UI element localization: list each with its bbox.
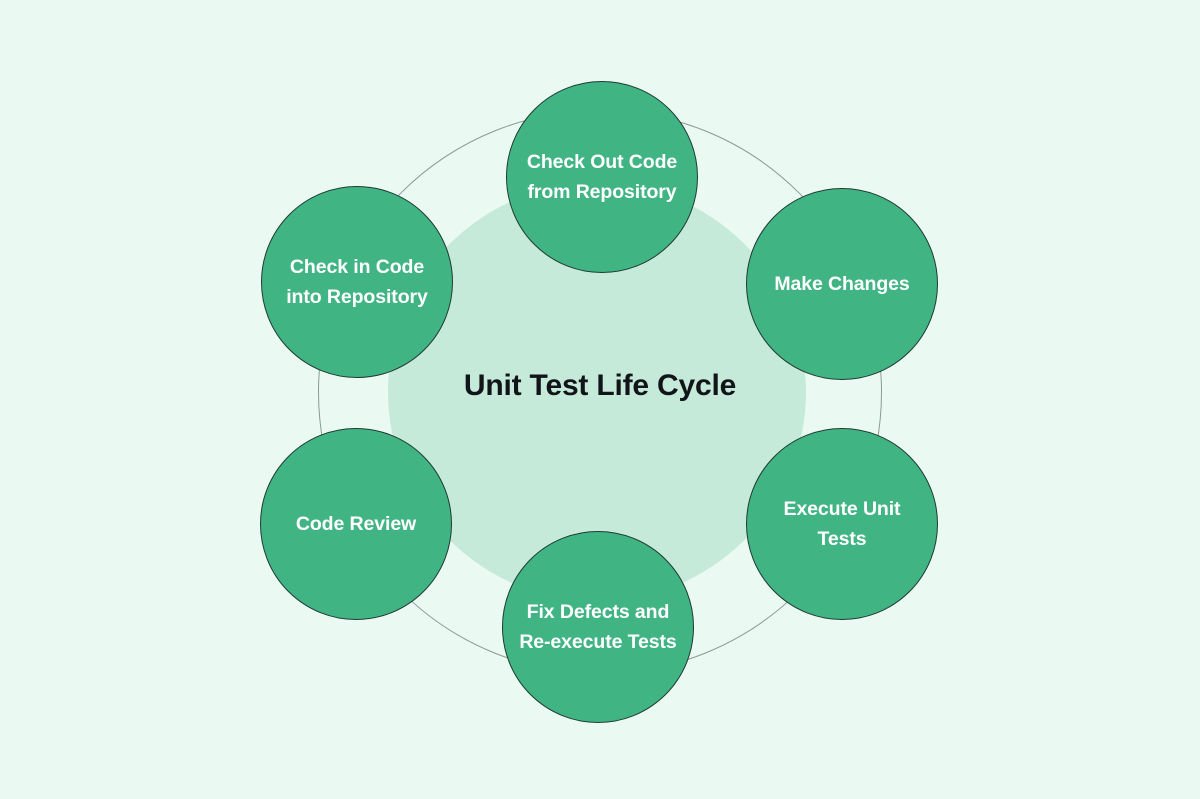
cycle-node-make-changes[interactable]: Make Changes (746, 188, 938, 380)
cycle-node-label: Check Out Code from Repository (526, 150, 678, 203)
cycle-node-execute-unit-tests[interactable]: Execute Unit Tests (746, 428, 938, 620)
cycle-node-label: Execute Unit Tests (783, 497, 901, 550)
cycle-node-check-in-code[interactable]: Check in Code into Repository (261, 186, 453, 378)
cycle-node-code-review[interactable]: Code Review (260, 428, 452, 620)
diagram-title: Unit Test Life Cycle (463, 369, 737, 402)
cycle-node-check-out-code[interactable]: Check Out Code from Repository (506, 81, 698, 273)
cycle-node-label: Code Review (295, 512, 417, 535)
cycle-node-label: Fix Defects and Re-execute Tests (519, 600, 677, 653)
cycle-node-fix-defects[interactable]: Fix Defects and Re-execute Tests (502, 531, 694, 723)
cycle-node-label: Check in Code into Repository (286, 255, 428, 308)
cycle-node-label: Make Changes (774, 272, 910, 295)
